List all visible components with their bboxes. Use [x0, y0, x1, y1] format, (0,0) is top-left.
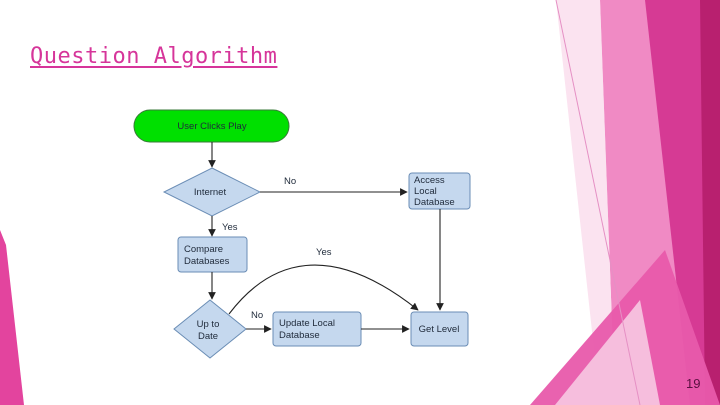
edge-label-yes-2: Yes [316, 247, 332, 258]
compare-line-2: Databases [184, 256, 230, 267]
page-number: 19 [686, 376, 701, 391]
update-local-line-2: Database [279, 330, 320, 341]
connectors [208, 142, 444, 333]
access-local-line-3: Database [414, 197, 455, 208]
get-level-box: Get Level [410, 311, 469, 347]
access-local-line-1: Access [414, 175, 445, 186]
up-to-date-decision: Up to Date [173, 299, 247, 359]
start-node: User Clicks Play [133, 109, 290, 143]
decor-line [555, 0, 641, 405]
internet-label: Internet [194, 187, 227, 198]
arrow-yes-curve [228, 264, 419, 315]
access-local-box: Access Local Database [408, 172, 471, 210]
decor-dark-corner [700, 0, 720, 405]
up-to-date-line-1: Up to [197, 319, 220, 330]
start-label: User Clicks Play [177, 121, 246, 132]
update-local-line-1: Update Local [279, 318, 335, 329]
edge-label-yes-1: Yes [222, 222, 238, 233]
decor-bottom-pale [555, 300, 660, 405]
slide-title: Question Algorithm [30, 44, 278, 69]
edge-label-no-1: No [284, 176, 296, 187]
decor-light-strip [556, 0, 615, 405]
access-local-line-2: Local [414, 186, 437, 197]
internet-decision: Internet [162, 167, 262, 217]
edge-label-no-2: No [251, 310, 263, 321]
compare-line-1: Compare [184, 244, 223, 255]
compare-box: Compare Databases [177, 236, 248, 273]
update-local-box: Update Local Database [272, 311, 362, 347]
decor-left-strip [0, 230, 24, 405]
get-level-label: Get Level [419, 324, 460, 335]
up-to-date-line-2: Date [198, 331, 218, 342]
